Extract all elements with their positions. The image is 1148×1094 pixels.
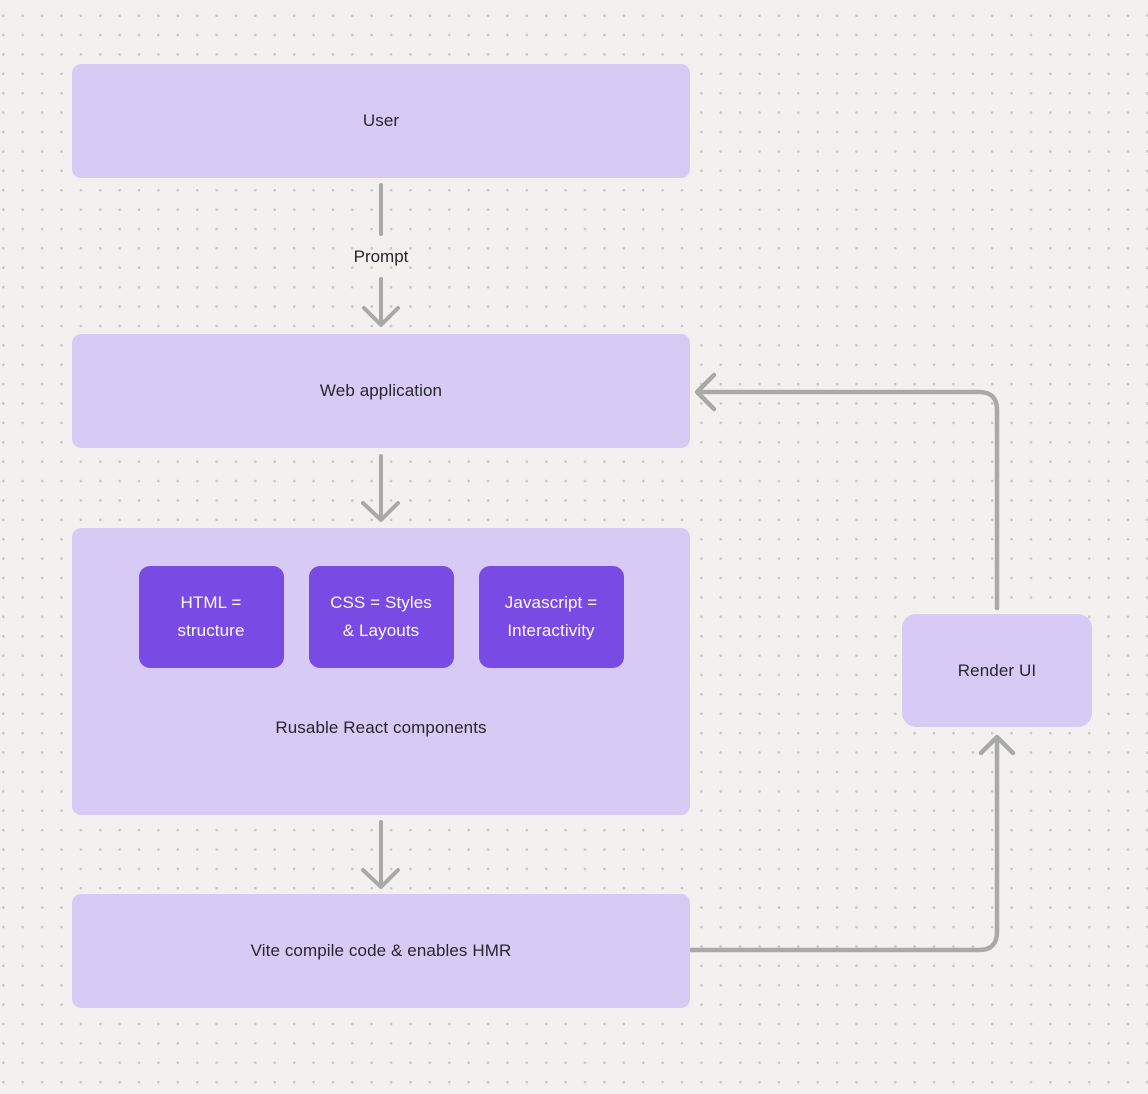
node-react-components-caption: Rusable React components xyxy=(275,718,487,737)
node-react-components[interactable]: HTML = structure CSS = Styles & Layouts … xyxy=(72,528,690,815)
chip-css-label: CSS = Styles & Layouts xyxy=(330,593,432,640)
node-render-ui-label: Render UI xyxy=(957,660,1037,680)
chip-html[interactable]: HTML = structure xyxy=(138,566,284,668)
chip-javascript-label: Javascript = Interactivity xyxy=(504,593,598,640)
node-web-application-label: Web application xyxy=(319,381,443,400)
edge-renderui-to-webapp[interactable] xyxy=(694,372,1000,611)
node-render-ui[interactable]: Render UI xyxy=(902,614,1092,727)
node-user[interactable]: User xyxy=(72,64,690,178)
chip-html-label: HTML = structure xyxy=(177,593,245,640)
edge-vite-to-renderui[interactable] xyxy=(687,734,1016,953)
edge-webapp-to-components[interactable] xyxy=(361,454,400,522)
chip-row: HTML = structure CSS = Styles & Layouts … xyxy=(138,566,624,668)
chip-javascript[interactable]: Javascript = Interactivity xyxy=(478,566,624,668)
edge-components-to-vite[interactable] xyxy=(361,820,400,889)
node-vite[interactable]: Vite compile code & enables HMR xyxy=(72,894,690,1008)
chip-css[interactable]: CSS = Styles & Layouts xyxy=(308,566,454,668)
node-user-label: User xyxy=(362,111,400,130)
edge-user-to-webapp[interactable] xyxy=(362,183,400,327)
node-vite-label: Vite compile code & enables HMR xyxy=(250,941,512,960)
edge-label-prompt: Prompt xyxy=(353,247,409,266)
node-web-application[interactable]: Web application xyxy=(72,334,690,448)
